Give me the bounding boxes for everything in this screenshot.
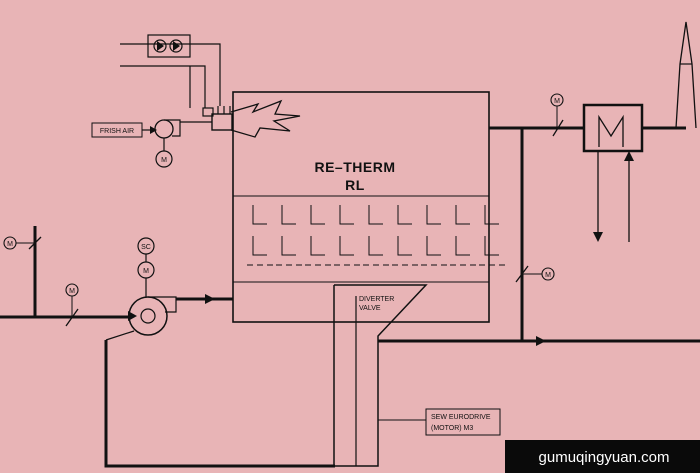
tube-mark xyxy=(397,205,412,225)
burner-body xyxy=(211,113,233,131)
left-valve-motor-icon xyxy=(3,236,17,250)
speed-controller-icon xyxy=(137,237,155,255)
fuel-pump-2-icon xyxy=(169,39,183,53)
fan-motor-icon xyxy=(155,150,173,168)
diverter-label-line2: VALVE xyxy=(359,305,381,312)
diverter-label-line1: DIVERTER xyxy=(359,296,394,303)
tube-mark xyxy=(397,236,412,256)
main-blower-hub xyxy=(140,308,156,324)
tube-mark xyxy=(426,205,441,225)
re-therm-vessel xyxy=(232,91,490,323)
fuel-line-2 xyxy=(120,65,206,108)
vessel-title: RE–THERM xyxy=(314,159,395,175)
blower-motor-label: M xyxy=(143,268,149,275)
tube-mark xyxy=(484,236,499,256)
exchanger-coil-icon xyxy=(598,114,624,147)
fresh-air-fan-outlet xyxy=(164,119,181,137)
inlet-damper-motor-icon xyxy=(65,283,79,297)
top-damper-motor-icon xyxy=(550,93,564,107)
burner-flame-icon xyxy=(230,99,301,138)
main-blower-inlet-arrow xyxy=(128,311,137,321)
tube-mark xyxy=(455,236,470,256)
side-damper-motor-icon xyxy=(541,267,555,281)
water-out-arrow xyxy=(593,232,603,242)
water-in-arrow xyxy=(624,151,634,161)
fresh-air-label: FRISH AIR xyxy=(100,128,134,135)
tube-mark xyxy=(252,205,267,225)
watermark-text: gumuqingyuan.com xyxy=(539,449,670,466)
main-blower-outlet xyxy=(148,296,177,313)
tube-mark xyxy=(339,236,354,256)
top-damper-motor-label: M xyxy=(554,98,560,105)
tube-mark xyxy=(281,236,296,256)
fan-motor-label: M xyxy=(161,157,167,164)
tube-mark xyxy=(339,205,354,225)
heat-recovery-exchanger xyxy=(582,103,644,153)
drive-label-line2: (MOTOR) M3 xyxy=(431,425,473,432)
tube-mark xyxy=(368,205,383,225)
exhaust-stack xyxy=(675,21,697,129)
fuel-line-1 xyxy=(120,43,221,106)
fresh-air-arrow xyxy=(150,126,157,134)
blower-to-vessel-arrow xyxy=(205,294,215,304)
tube-mark xyxy=(484,205,499,225)
bypass-return-line xyxy=(104,340,335,468)
tube-mark xyxy=(310,236,325,256)
watermark-band xyxy=(505,440,700,473)
side-damper-motor-label: M xyxy=(545,272,551,279)
diverter-valve-body xyxy=(333,284,428,467)
inlet-damper-stroke xyxy=(65,308,79,327)
fresh-air-fan-icon xyxy=(154,119,174,139)
recirc-return-arrow xyxy=(536,336,546,346)
left-valve-motor-label: M xyxy=(7,241,13,248)
drive-label-line1: SEW EURODRIVE xyxy=(431,414,491,421)
vessel-subtitle: RL xyxy=(345,177,365,193)
tube-mark xyxy=(426,236,441,256)
fuel-pump-2-arrow xyxy=(173,41,180,51)
burner-nozzle xyxy=(202,107,214,117)
tube-mark xyxy=(281,205,296,225)
fuel-pump-arrow xyxy=(157,41,164,51)
fuel-pump-box xyxy=(147,34,191,58)
heat-exchanger-tube-pattern xyxy=(247,205,505,266)
tube-mark xyxy=(252,236,267,256)
top-damper-stroke xyxy=(552,119,564,137)
bypass-blower-link xyxy=(105,330,135,341)
drive-label-box xyxy=(425,408,501,436)
tube-mark xyxy=(455,205,470,225)
inlet-damper-motor-label: M xyxy=(69,288,75,295)
tube-mark xyxy=(368,236,383,256)
tube-mark xyxy=(310,205,325,225)
fuel-pump-icon xyxy=(153,39,167,53)
speed-controller-label: SC xyxy=(141,244,151,251)
